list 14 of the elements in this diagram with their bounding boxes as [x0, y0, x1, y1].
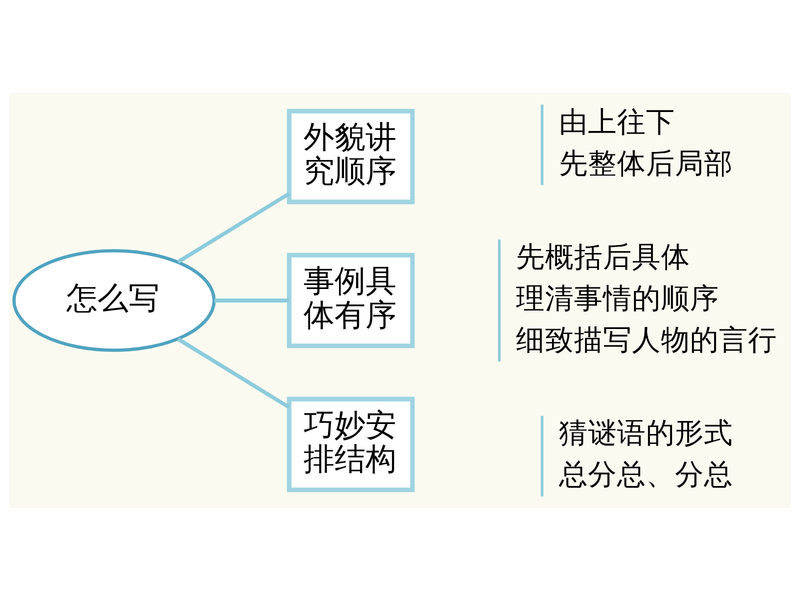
connector — [177, 336, 290, 408]
node-label: 总分总、分总 — [558, 458, 733, 491]
node-label: 由上往下 — [558, 104, 675, 138]
node-label: 细致描写人物的言行 — [516, 322, 778, 356]
node-ellipse: 怎么写 — [12, 248, 216, 352]
node-label: 先概括后具体 — [516, 240, 690, 273]
node-box: 事例具体有序 — [286, 252, 415, 348]
node-label: 理清事情的顺序 — [516, 281, 720, 314]
node-box: 外貌讲究顺序 — [286, 108, 415, 204]
connector — [177, 192, 290, 264]
node-box: 巧妙安排结构 — [286, 396, 415, 492]
connector — [214, 298, 289, 302]
node-label: 猜谜语的形式 — [558, 416, 733, 450]
node-label: 先整体后局部 — [558, 146, 733, 180]
